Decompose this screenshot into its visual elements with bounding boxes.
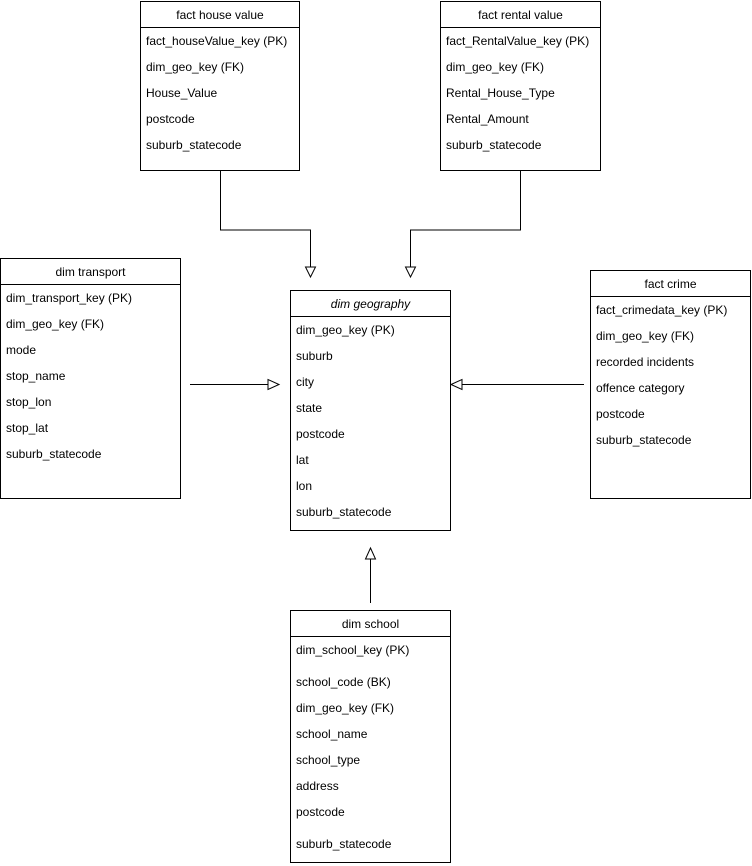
- entity-field: postcode: [146, 112, 195, 126]
- entity-field: suburb_statecode: [6, 447, 102, 461]
- arrowhead-crime: [449, 378, 463, 391]
- entity-field: address: [296, 779, 339, 793]
- entity-fact-rental-value[interactable]: fact rental value fact_RentalValue_key (…: [440, 1, 601, 171]
- entity-field: suburb_statecode: [296, 505, 392, 519]
- entity-field: state: [296, 401, 323, 415]
- entity-field: fact_RentalValue_key (PK): [446, 34, 590, 48]
- arrowhead-house: [304, 266, 317, 279]
- entity-title: dim transport: [1, 259, 180, 285]
- entity-field: city: [296, 375, 314, 389]
- connector-rental-to-geography: [410, 170, 521, 267]
- entity-title: fact house value: [141, 2, 299, 28]
- entity-field: mode: [6, 343, 37, 357]
- entity-field: fact_houseValue_key (PK): [146, 34, 288, 48]
- entity-field: postcode: [296, 805, 345, 819]
- entity-dim-geography[interactable]: dim geography dim_geo_key (PK) suburb ci…: [290, 290, 451, 531]
- entity-field: dim_geo_key (FK): [296, 701, 395, 715]
- entity-field: dim_geo_key (PK): [296, 323, 395, 337]
- entity-field: Rental_House_Type: [446, 86, 555, 100]
- entity-field: dim_geo_key (FK): [6, 317, 105, 331]
- entity-fact-house-value[interactable]: fact house value fact_houseValue_key (PK…: [140, 1, 300, 171]
- entity-field: lat: [296, 453, 309, 467]
- entity-field: House_Value: [146, 86, 218, 100]
- arrowhead-school: [364, 546, 377, 560]
- entity-title: fact rental value: [441, 2, 600, 28]
- arrowhead-transport: [267, 378, 281, 391]
- entity-field: dim_school_key (PK): [296, 643, 410, 657]
- entity-field: fact_crimedata_key (PK): [596, 303, 728, 317]
- entity-field: stop_name: [6, 369, 66, 383]
- entity-field: suburb_statecode: [146, 138, 242, 152]
- entity-field: suburb_statecode: [596, 433, 692, 447]
- entity-field: stop_lon: [6, 395, 52, 409]
- entity-field: postcode: [596, 407, 645, 421]
- entity-fact-crime[interactable]: fact crime fact_crimedata_key (PK) dim_g…: [590, 270, 751, 499]
- arrowhead-rental: [404, 266, 417, 279]
- entity-field: postcode: [296, 427, 345, 441]
- entity-title: dim school: [291, 611, 450, 637]
- entity-field: dim_geo_key (FK): [146, 60, 245, 74]
- entity-field: suburb_statecode: [296, 837, 392, 851]
- entity-dim-transport[interactable]: dim transport dim_transport_key (PK) dim…: [0, 258, 181, 499]
- connector-house-to-geography: [220, 170, 311, 267]
- entity-field: suburb_statecode: [446, 138, 542, 152]
- entity-field: suburb: [296, 349, 333, 363]
- entity-field: offence category: [596, 381, 685, 395]
- entity-field: dim_geo_key (FK): [596, 329, 695, 343]
- entity-field: dim_transport_key (PK): [6, 291, 133, 305]
- entity-title: fact crime: [591, 271, 750, 297]
- entity-field: school_name: [296, 727, 368, 741]
- entity-field: school_code (BK): [296, 675, 391, 689]
- entity-field: recorded incidents: [596, 355, 695, 369]
- entity-field: dim_geo_key (FK): [446, 60, 545, 74]
- entity-field: lon: [296, 479, 313, 493]
- entity-field: Rental_Amount: [446, 112, 529, 126]
- entity-title: dim geography: [291, 291, 450, 317]
- entity-dim-school[interactable]: dim school dim_school_key (PK) school_co…: [290, 610, 451, 863]
- entity-field: stop_lat: [6, 421, 49, 435]
- entity-field: school_type: [296, 753, 361, 767]
